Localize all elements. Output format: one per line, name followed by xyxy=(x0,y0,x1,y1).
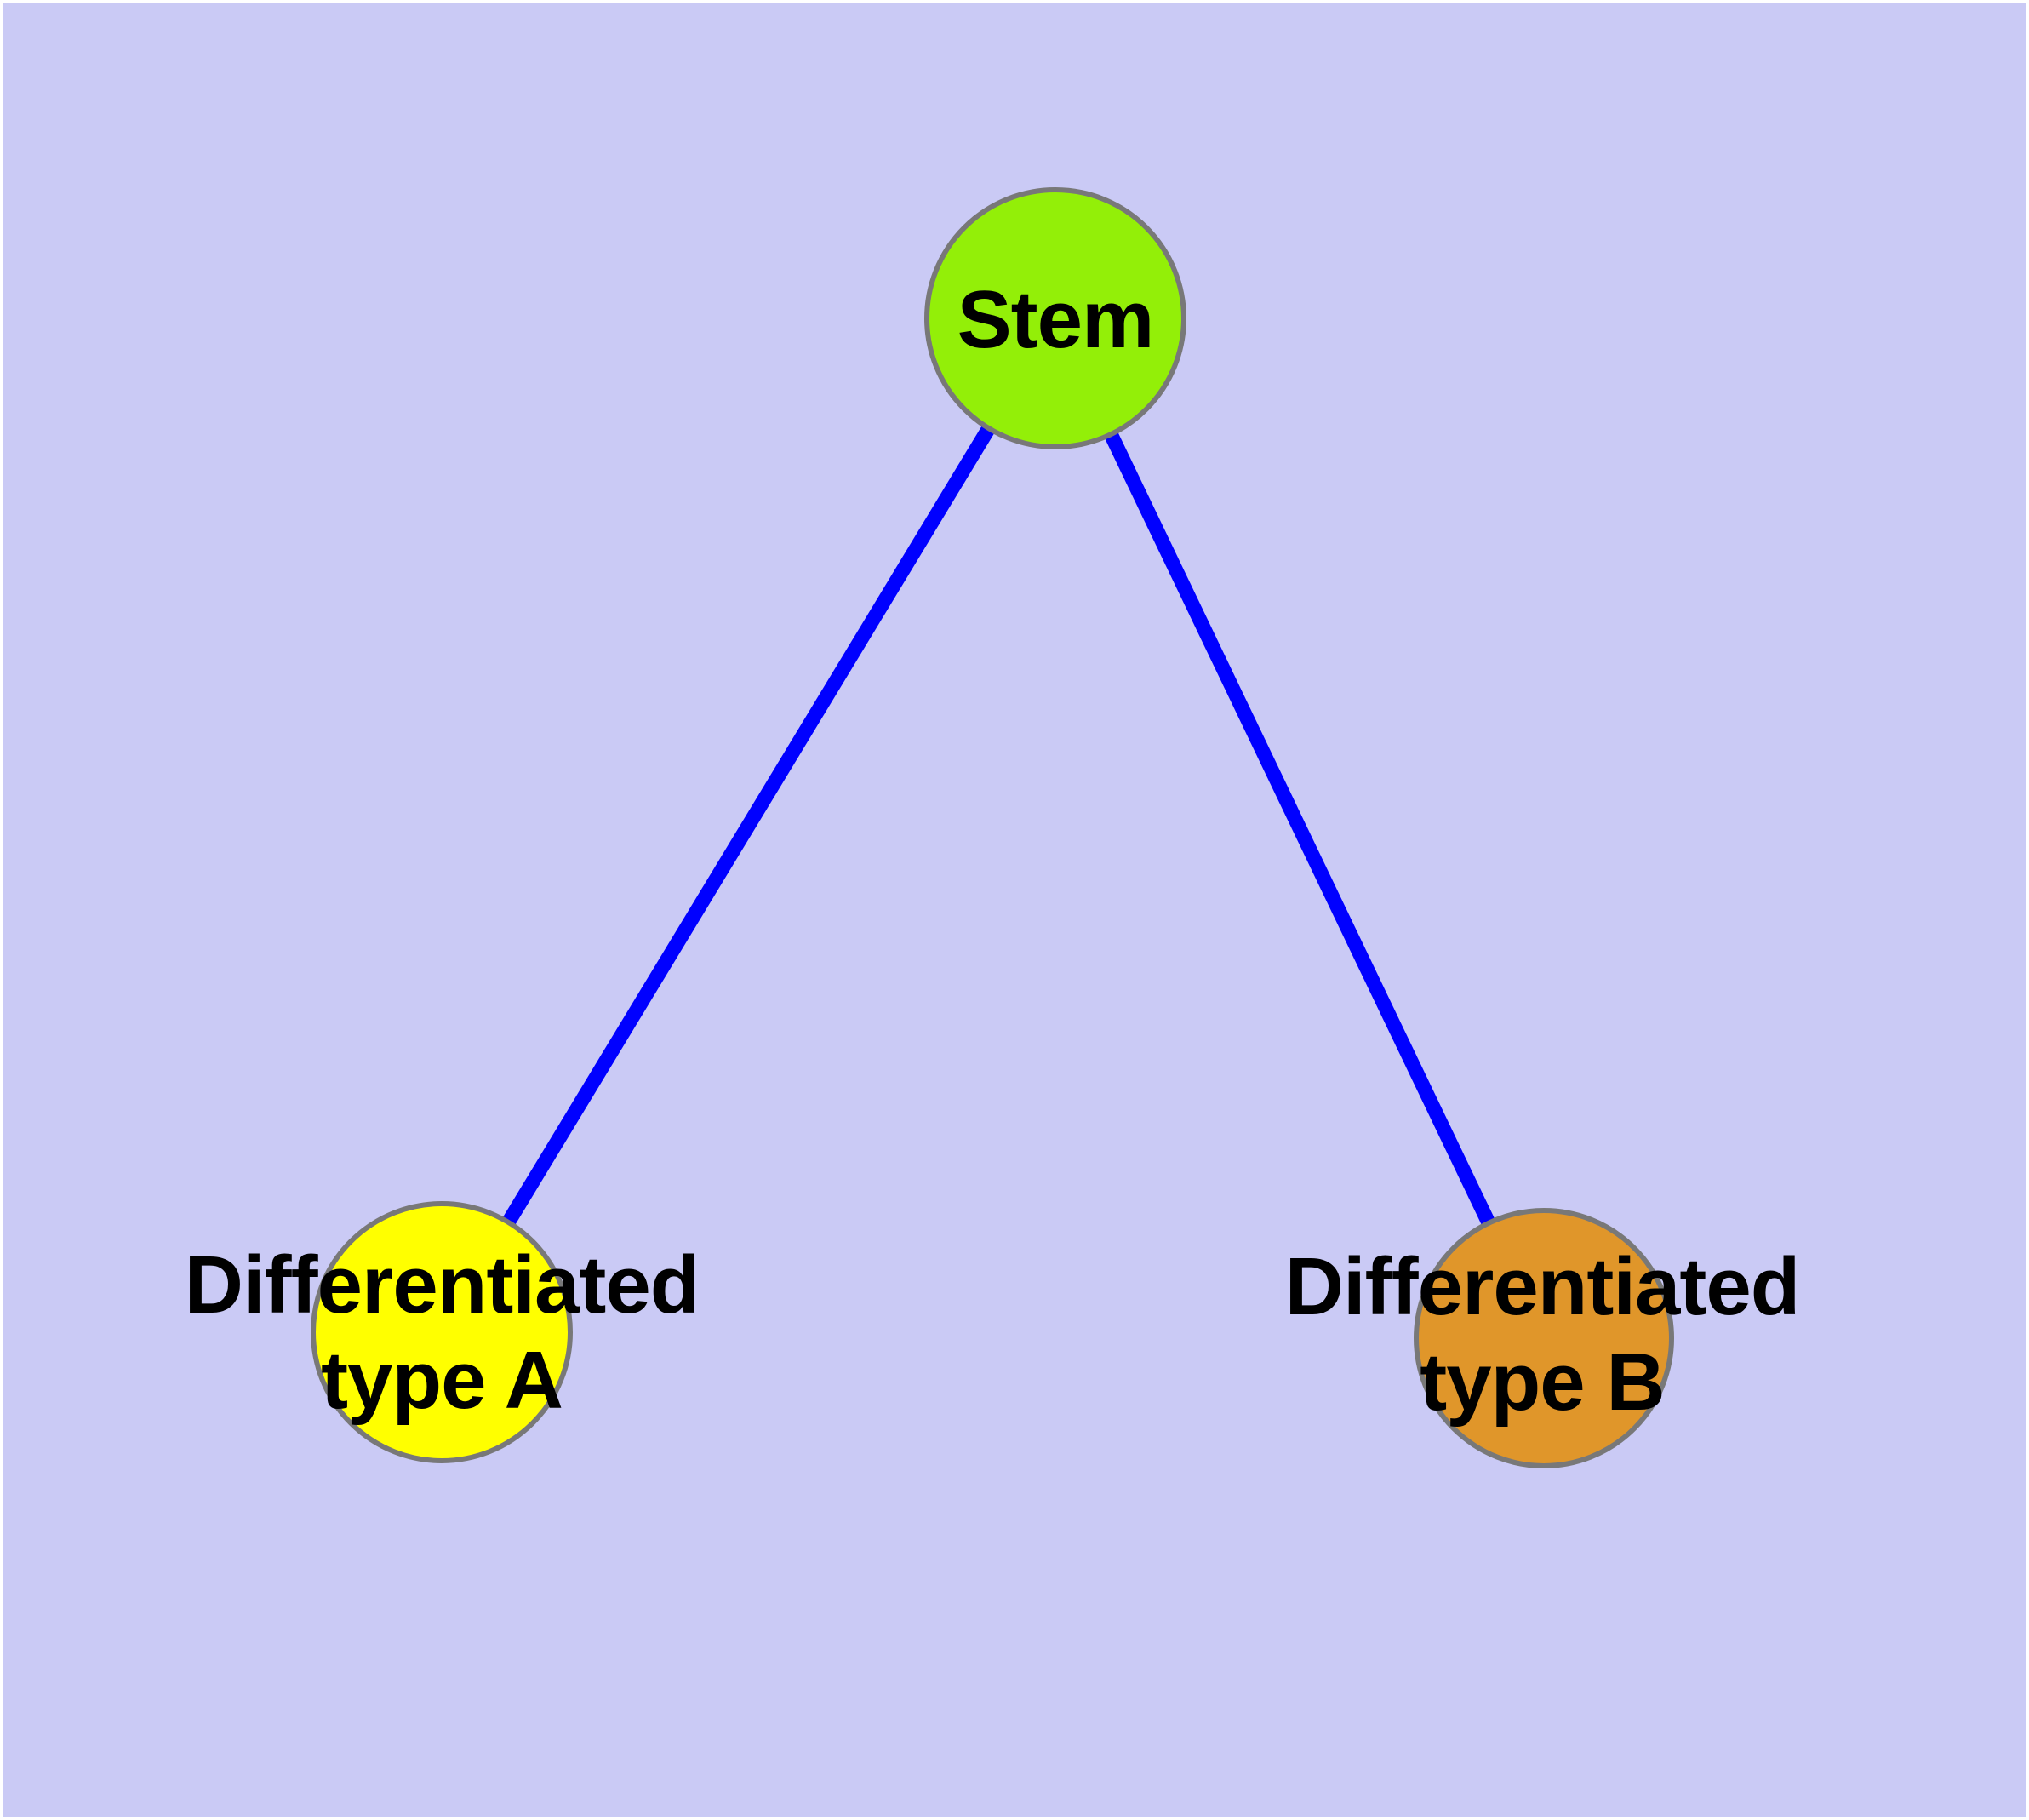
type-a-label-line2: type A xyxy=(321,1335,563,1426)
differentiated-type-b-node xyxy=(1414,1208,1674,1468)
differentiated-type-a-node xyxy=(311,1201,573,1463)
type-b-label-line1: Differentiated xyxy=(1284,1241,1801,1332)
differentiated-type-a-node-label: Differentiated type A xyxy=(185,1238,700,1428)
type-b-label-line2: type B xyxy=(1420,1336,1665,1428)
type-a-label-line1: Differentiated xyxy=(184,1239,700,1331)
stem-node-label: Stem xyxy=(957,274,1155,365)
edge-stem-to-type-b xyxy=(1049,315,1551,1342)
differentiated-type-b-node-label: Differentiated type B xyxy=(1284,1239,1801,1430)
stem-node xyxy=(924,187,1186,449)
edge-stem-to-type-a xyxy=(435,314,1062,1336)
